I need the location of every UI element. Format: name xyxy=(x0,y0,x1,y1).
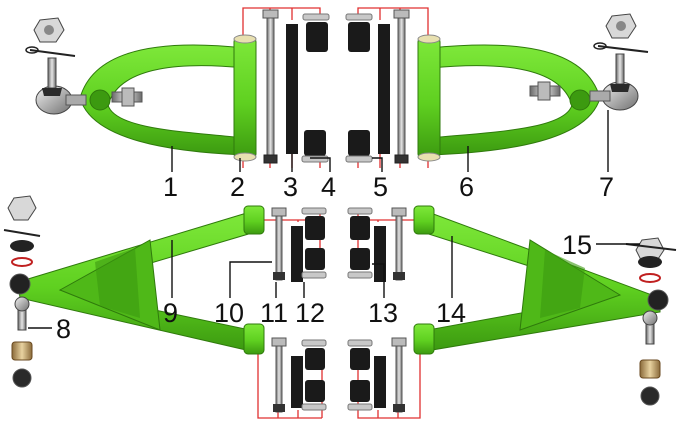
callout-11: 11 xyxy=(260,298,288,328)
callout-15: 15 xyxy=(562,230,592,260)
lower-left-a-arm xyxy=(9,205,265,355)
callout-4: 4 xyxy=(321,172,336,202)
callout-7: 7 xyxy=(599,172,614,202)
upper-right-a-arm xyxy=(417,34,601,162)
upper-left-ball-joint xyxy=(25,17,143,115)
upper-right-hardware xyxy=(345,9,410,164)
callout-13: 13 xyxy=(368,298,398,328)
lower-left-hardware xyxy=(271,207,327,413)
upper-left-a-arm xyxy=(79,34,257,162)
callout-5: 5 xyxy=(373,172,388,202)
callout-3: 3 xyxy=(283,172,298,202)
lower-right-a-arm xyxy=(413,205,669,355)
leader-lines xyxy=(28,110,640,329)
lower-right-hardware xyxy=(347,207,407,413)
callout-8: 8 xyxy=(56,314,71,344)
callout-14: 14 xyxy=(436,298,466,328)
upper-right-ball-joint xyxy=(529,13,649,111)
callout-12: 12 xyxy=(295,298,325,328)
callout-9: 9 xyxy=(163,298,178,328)
lower-right-ball-joint-stack xyxy=(625,237,677,406)
callout-numbers: 1 2 3 4 5 6 7 8 9 10 11 12 13 14 15 xyxy=(56,172,614,344)
callout-6: 6 xyxy=(459,172,474,202)
callout-1: 1 xyxy=(163,172,178,202)
callout-2: 2 xyxy=(230,172,245,202)
lower-left-ball-joint-stack xyxy=(3,195,41,388)
callout-10: 10 xyxy=(214,298,244,328)
upper-left-hardware xyxy=(262,9,330,164)
